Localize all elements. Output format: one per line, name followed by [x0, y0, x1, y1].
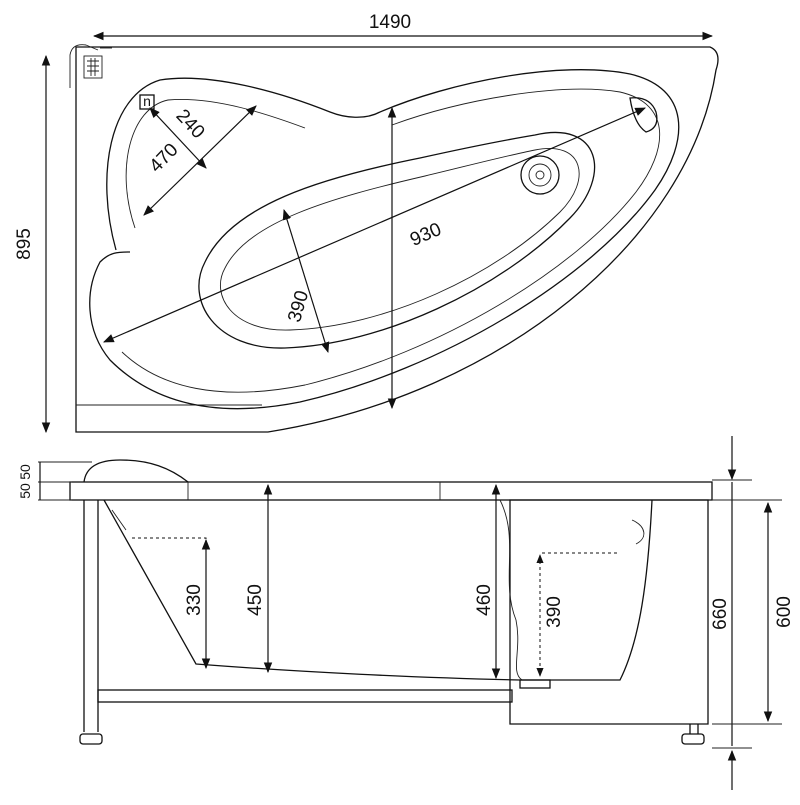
bath-outer-contour — [89, 69, 680, 410]
frame-height-dim-label: 600 — [774, 596, 795, 628]
tap-mark: n — [139, 93, 155, 110]
side-view: 330 450 460 390 660 600 50 50 — [17, 436, 795, 790]
seat-width-dim-line — [149, 107, 207, 169]
depth-left-dim-label: 330 — [184, 584, 205, 616]
foot-right — [681, 733, 705, 745]
width-dim-label: 1490 — [369, 12, 411, 33]
inner-width-dim-label: 390 — [284, 288, 313, 324]
diagonal-dim-label: 930 — [407, 219, 444, 251]
bath-end-detail — [631, 519, 645, 545]
frame-right-leg — [689, 724, 699, 734]
frame-left-leg — [83, 500, 99, 732]
seat-length-dim-label: 470 — [145, 139, 182, 176]
bath-rim-inner — [121, 88, 661, 393]
depth-dim-label: 895 — [14, 228, 35, 260]
depth-right-dim-label: 460 — [474, 584, 495, 616]
depth-center-dim-label: 450 — [245, 584, 266, 616]
rim-dim-label-a: 50 — [17, 464, 33, 480]
basin-inner — [220, 148, 580, 331]
diagonal-dim-line — [103, 107, 646, 343]
left-level-dash — [132, 537, 207, 552]
frame-bottom-rail — [97, 689, 513, 703]
front-panel — [509, 499, 709, 725]
drain-icon — [520, 155, 560, 195]
rim-slab — [69, 481, 713, 501]
rim-dim-label-b: 50 — [17, 483, 33, 499]
frame-height-ext-lines — [712, 499, 782, 725]
rim-ext-lines — [38, 461, 92, 501]
depth-right-inner-dim-label: 390 — [544, 596, 565, 628]
inner-width-dim-line — [282, 208, 330, 354]
shower-head-icon — [69, 44, 112, 88]
drain-outlet — [519, 679, 551, 689]
top-view: n 1490 895 930 390 470 240 — [14, 12, 719, 434]
headrest-profile — [83, 459, 189, 483]
total-height-dim-label: 660 — [710, 598, 731, 630]
svg-text:n: n — [143, 93, 151, 109]
foot-left — [79, 733, 103, 745]
overflow-icon — [629, 97, 658, 133]
bath-body-inner — [111, 499, 523, 681]
